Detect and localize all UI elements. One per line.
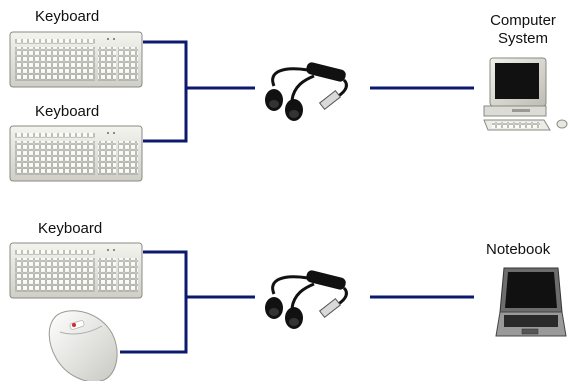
line-keyboard-top <box>143 40 255 90</box>
keyboard-icon <box>9 242 143 299</box>
ps2-usb-adapter-icon <box>265 270 348 329</box>
computer-label-line2: System <box>497 30 548 47</box>
desktop-computer-icon <box>483 57 568 131</box>
laptop-icon <box>495 267 567 337</box>
line-keyboard-mid <box>143 88 188 143</box>
connector-lines-bottom <box>120 250 474 354</box>
computer-label-line1: Computer <box>490 12 556 29</box>
keyboard-label-bottom: Keyboard <box>38 220 103 237</box>
keyboard-icon <box>9 31 143 88</box>
keyboard-label-top: Keyboard <box>35 8 100 25</box>
ps2-usb-adapter-icon <box>265 62 348 121</box>
mouse-icon <box>48 310 118 381</box>
computer-system-label: Computer System <box>478 12 568 48</box>
line-keyboard-bottom <box>143 250 255 299</box>
keyboard-icon <box>9 125 143 182</box>
connector-lines-top <box>143 40 474 143</box>
keyboard-label-mid: Keyboard <box>35 103 100 120</box>
line-mouse <box>120 297 188 354</box>
notebook-label: Notebook <box>486 241 551 258</box>
